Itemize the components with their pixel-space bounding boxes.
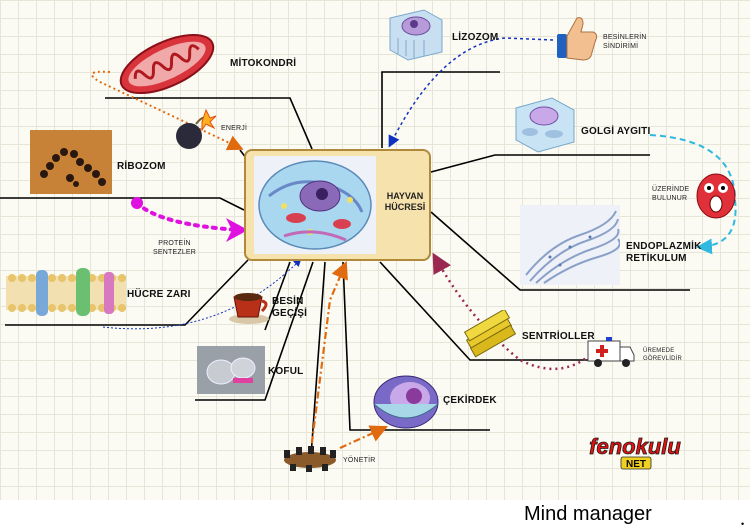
note-protein-line1: PROTEİN [158, 240, 191, 247]
note-uremede-line2: GÖREVLİDİR [643, 356, 683, 362]
note-protein-sentezler: PROTEİN SENTEZLER [153, 239, 196, 257]
corner-mark: • [741, 519, 745, 529]
note-protein-line2: SENTEZLER [153, 249, 197, 256]
node-label-golgi: GOLGİ AYGITI [581, 126, 651, 137]
branch-yonetir [309, 261, 326, 471]
branch-lizozom [381, 71, 500, 148]
link-besinlerin-sindirimi [388, 37, 554, 148]
ambulance-icon [587, 337, 635, 367]
node-label-sentrioller: SENTRİOLLER [522, 331, 595, 342]
lizozom-image [389, 9, 443, 61]
endoplazmik-line1: ENDOPLAZMİK [626, 241, 702, 252]
mitokondri-image [119, 33, 215, 95]
golgi-image [515, 97, 575, 153]
center-title-line2: HÜCRESİ [384, 202, 426, 212]
note-yonetir: YÖNETİR [343, 457, 376, 464]
note-enerji: ENERJİ [221, 125, 248, 132]
link-enerji [91, 70, 244, 151]
besin-line2: GEÇİŞİ [272, 308, 308, 319]
branch-cekirdek [342, 261, 490, 431]
link-yonetir-left [308, 260, 348, 459]
note-uremede-gorevlidir: ÜREMEDE GÖREVLİDİR [643, 347, 682, 363]
note-besinlerin-line2: SİNDİRİMİ [603, 43, 639, 50]
fenokulu-logo: fenokulu NET [589, 434, 682, 470]
koful-image [197, 346, 265, 394]
node-label-ribozom: RİBOZOM [117, 161, 166, 172]
note-besinlerin-sindirimi: BESİNLERİN SİNDİRİMİ [603, 33, 647, 51]
footer-mind-manager: Mind manager [524, 503, 652, 525]
branch-golgi [430, 154, 650, 173]
note-uzerinde-line1: ÜZERİNDE [652, 186, 690, 193]
hucre-zari-image [6, 268, 126, 316]
coffee-cup-icon [229, 293, 269, 324]
note-uremede-line1: ÜREMEDE [643, 348, 675, 354]
node-label-koful: KOFUL [268, 366, 304, 377]
endoplazmik-image [520, 205, 620, 285]
mind-map-canvas: MİTOKONDRİ LİZOZOM BESİNLERİN SİNDİRİMİ … [0, 0, 750, 500]
protein-arrowhead [226, 218, 248, 242]
center-topic-hayvan-hucresi[interactable]: HAYVAN HÜCRESİ [244, 149, 431, 261]
link-protein-sentezler [135, 201, 242, 232]
node-label-mitokondri: MİTOKONDRİ [230, 58, 297, 69]
node-label-besin-gecisi: BESİN GEÇİŞİ [272, 296, 307, 320]
node-label-cekirdek: ÇEKİRDEK [443, 395, 497, 406]
ribozom-image [30, 130, 112, 194]
branch-ribozom [0, 197, 245, 211]
cekirdek-image [373, 375, 439, 429]
note-uzerinde-line2: BULUNUR [652, 195, 688, 202]
node-label-endoplazmik: ENDOPLAZMİK RETİKULUM [626, 241, 702, 265]
endoplazmik-line2: RETİKULUM [626, 253, 687, 264]
animal-cell-image [254, 156, 376, 254]
node-label-lizozom: LİZOZOM [452, 32, 499, 43]
bomb-icon [176, 108, 217, 149]
branch-koful [195, 261, 314, 401]
branch-sentrioller [379, 261, 590, 361]
branch-hucre-zari [5, 259, 249, 326]
link-uremede-gorevlidir [432, 252, 591, 371]
thumbs-up-icon [557, 17, 598, 61]
svg-text:fenokulu: fenokulu [589, 434, 681, 459]
branch-mitokondri [105, 97, 313, 150]
note-besinlerin-line1: BESİNLERİN [603, 34, 647, 41]
branch-endoplazmik [430, 211, 690, 291]
link-yonetir-right [339, 425, 389, 450]
besin-line1: BESİN [272, 296, 304, 307]
note-uzerinde-bulunur: ÜZERİNDE BULUNUR [652, 185, 689, 203]
meeting-table-icon [284, 446, 336, 472]
sentrioller-image [463, 310, 517, 358]
surprised-face-icon [696, 173, 736, 219]
node-label-hucre-zari: HÜCRE ZARI [127, 289, 191, 300]
protein-start-dot [131, 197, 143, 209]
center-topic-title: HAYVAN HÜCRESİ [380, 191, 430, 213]
center-title-line1: HAYVAN [386, 191, 424, 201]
link-besin-gecisi [102, 258, 302, 330]
svg-text:NET: NET [626, 459, 646, 470]
